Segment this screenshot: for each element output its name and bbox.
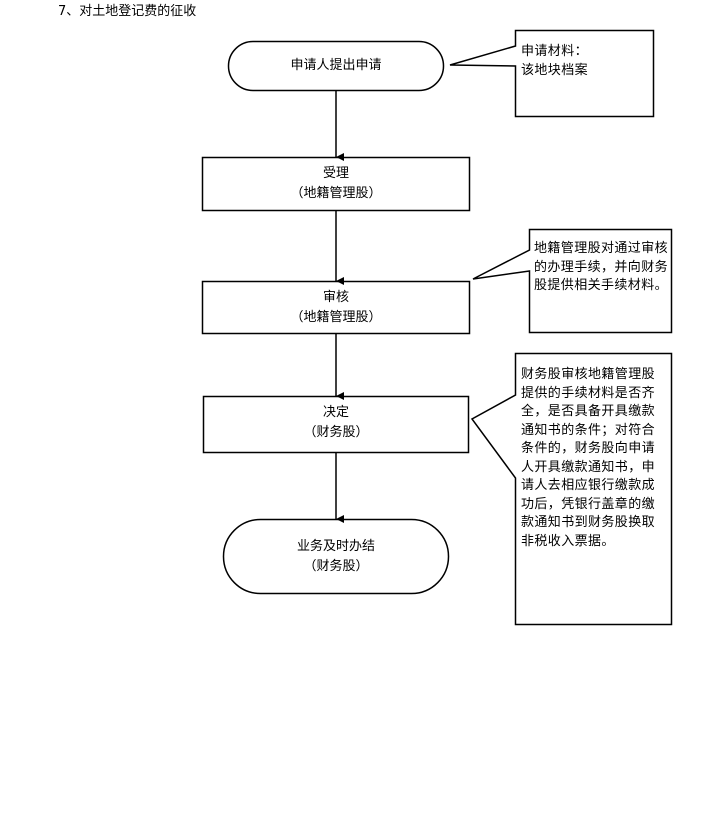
step-decision-dept: （财务股） (303, 425, 369, 440)
step-accept-title: 受理 (322, 166, 349, 181)
start-terminal (227, 40, 445, 92)
step-review-title: 审核 (322, 290, 349, 305)
callout-review-shape (472, 228, 673, 334)
page-title: 7、对土地登记费的征收 (58, 4, 197, 19)
callout-materials-text: 申请材料： 该地块档案 (521, 43, 649, 80)
step-decision-label: 决定 （财务股） (203, 403, 469, 443)
step-review-label: 审核 （地籍管理股） (202, 288, 470, 328)
callout-decision-text: 财务股审核地籍管理股提供的手续材料是否齐全，是否具备开具缴款通知书的条件；对符合… (521, 367, 656, 549)
step-decision-box (202, 395, 470, 454)
callout-review-text: 地籍管理股对通过审核的办理手续，并向财务股提供相关手续材料。 (534, 241, 669, 293)
start-label-line1: 申请人提出申请 (290, 58, 382, 73)
step-review-box (201, 280, 471, 335)
callout-materials-line1: 申请材料： (521, 44, 589, 59)
end-dept: （财务股） (303, 559, 369, 574)
step-accept-box (201, 156, 471, 212)
start-label: 申请人提出申请 (228, 56, 444, 76)
callout-decision-shape (470, 352, 673, 626)
end-label: 业务及时办结 （财务股） (223, 537, 449, 577)
callout-materials-shape (449, 29, 655, 118)
step-decision-title: 决定 (322, 405, 349, 420)
step-accept-dept: （地籍管理股） (290, 186, 382, 201)
step-review-dept: （地籍管理股） (290, 310, 382, 325)
step-accept-label: 受理 （地籍管理股） (202, 164, 470, 204)
callout-materials-line2: 该地块档案 (521, 62, 589, 78)
end-title: 业务及时办结 (296, 539, 375, 554)
